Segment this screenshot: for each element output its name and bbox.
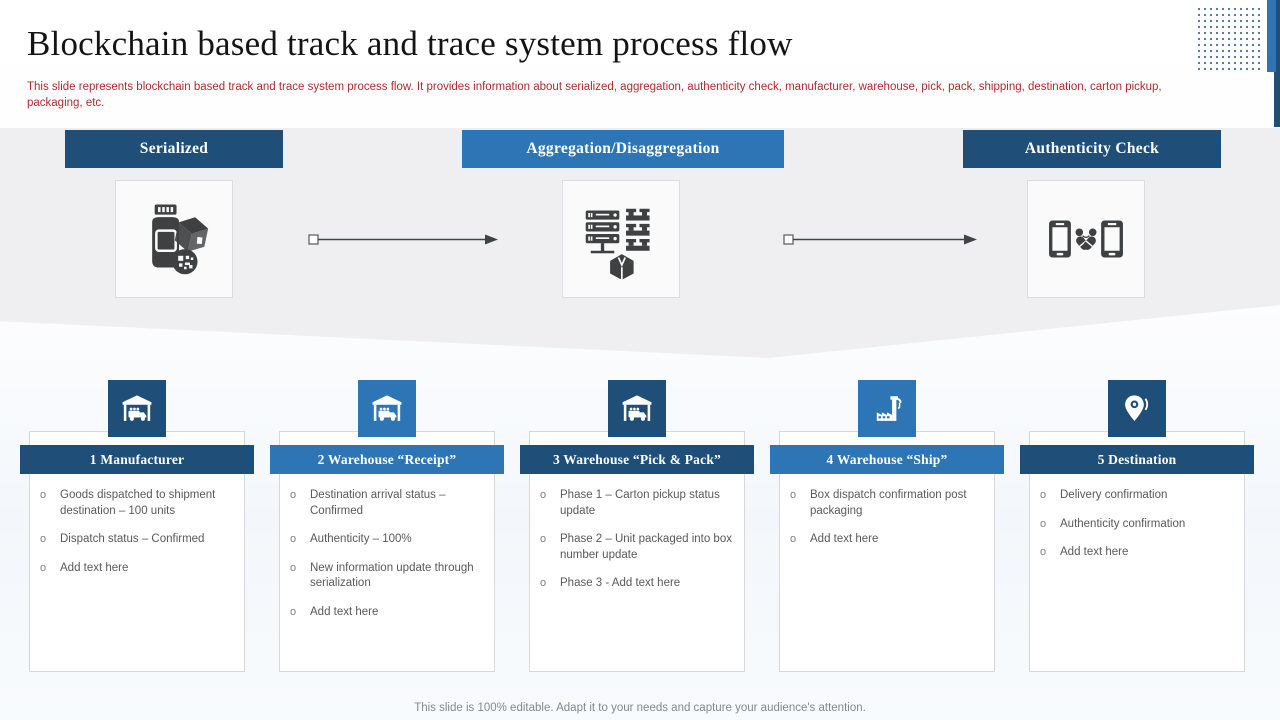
bullet-text: Add text here: [810, 533, 879, 546]
servers-pallets-box-icon: [585, 208, 650, 280]
bullet-list: Delivery confirmationAuthenticity confir…: [1038, 488, 1248, 574]
bullet-text: Add text here: [310, 605, 379, 618]
bullet-item: Authenticity – 100%: [288, 532, 498, 548]
location-pin-icon: [1108, 380, 1166, 437]
aggregation-icon-box: [562, 180, 680, 298]
bullet-text: Box dispatch confirmation post packaging: [810, 489, 967, 517]
process-column: 4 Warehouse “Ship” Box dispatch confirma…: [770, 380, 1004, 672]
bullet-item: Authenticity confirmation: [1038, 517, 1248, 533]
authenticity-icon-box: [1027, 180, 1145, 298]
bullet-text: Dispatch status – Confirmed: [60, 533, 205, 546]
bullet-item: Add text here: [38, 561, 248, 577]
factory-crane-icon: [858, 380, 916, 437]
process-column: 2 Warehouse “Receipt” Destination arriva…: [270, 380, 504, 672]
bullet-item: New information update through serializa…: [288, 561, 498, 592]
banner-serialized: Serialized: [65, 130, 283, 168]
banner-authenticity-check: Authenticity Check: [963, 130, 1221, 168]
bullet-text: Add text here: [60, 561, 129, 574]
flow-arrow-2: [783, 234, 977, 245]
bullet-text: Destination arrival status – Confirmed: [310, 489, 446, 517]
pill-bottle-box-qr-icon: [152, 204, 209, 275]
bullet-list: Goods dispatched to shipment destination…: [38, 488, 248, 589]
column-header: 3 Warehouse “Pick & Pack”: [520, 445, 754, 474]
bullet-text: New information update through serializa…: [310, 561, 474, 590]
bullet-item: Destination arrival status – Confirmed: [288, 488, 498, 519]
bullet-item: Add text here: [288, 605, 498, 621]
bullet-text: Goods dispatched to shipment destination…: [60, 489, 216, 517]
bullet-list: Destination arrival status – ConfirmedAu…: [288, 488, 498, 633]
bullet-item: Phase 2 – Unit packaged into box number …: [538, 532, 748, 563]
bullet-text: Phase 3 - Add text here: [560, 577, 681, 590]
process-column: 1 Manufacturer Goods dispatched to shipm…: [20, 380, 254, 672]
bullet-item: Box dispatch confirmation post packaging: [788, 488, 998, 519]
bullet-item: Delivery confirmation: [1038, 488, 1248, 504]
warehouse-truck-icon: [358, 380, 416, 437]
bullet-item: Goods dispatched to shipment destination…: [38, 488, 248, 519]
bullet-item: Add text here: [788, 532, 998, 548]
process-column: 5 Destination Delivery confirmationAuthe…: [1020, 380, 1254, 672]
column-header: 2 Warehouse “Receipt”: [270, 445, 504, 474]
bullet-item: Dispatch status – Confirmed: [38, 532, 248, 548]
process-column: 3 Warehouse “Pick & Pack” Phase 1 – Cart…: [520, 380, 754, 672]
slide-description: This slide represents blockchain based t…: [27, 81, 1162, 110]
bullet-item: Phase 3 - Add text here: [538, 576, 748, 592]
bullet-list: Box dispatch confirmation post packaging…: [788, 488, 998, 561]
column-header: 4 Warehouse “Ship”: [770, 445, 1004, 474]
phones-capsules-icon: [1049, 220, 1123, 258]
warehouse-truck-icon: [108, 380, 166, 437]
page-title: Blockchain based track and trace system …: [27, 24, 793, 63]
bullet-text: Phase 2 – Unit packaged into box number …: [560, 533, 732, 561]
column-header: 1 Manufacturer: [20, 445, 254, 474]
bullet-text: Authenticity confirmation: [1060, 517, 1186, 530]
bullet-text: Authenticity – 100%: [310, 533, 412, 546]
edge-bar-light: [1267, 0, 1276, 72]
column-header: 5 Destination: [1020, 445, 1254, 474]
flow-arrow-1: [308, 234, 498, 245]
dot-grid-decoration-icon: [1196, 6, 1264, 72]
banner-aggregation-disaggregation: Aggregation/Disaggregation: [462, 130, 784, 168]
footer-note: This slide is 100% editable. Adapt it to…: [414, 702, 866, 714]
bullet-item: Add text here: [1038, 545, 1248, 561]
bullet-item: Phase 1 – Carton pickup status update: [538, 488, 748, 519]
bullet-text: Add text here: [1060, 546, 1129, 559]
edge-bar-dark: [1274, 0, 1280, 127]
serialized-icon-box: [115, 180, 233, 298]
bullet-text: Delivery confirmation: [1060, 489, 1168, 501]
bullet-list: Phase 1 – Carton pickup status updatePha…: [538, 488, 748, 605]
warehouse-truck-icon: [608, 380, 666, 437]
bullet-text: Phase 1 – Carton pickup status update: [560, 489, 720, 517]
